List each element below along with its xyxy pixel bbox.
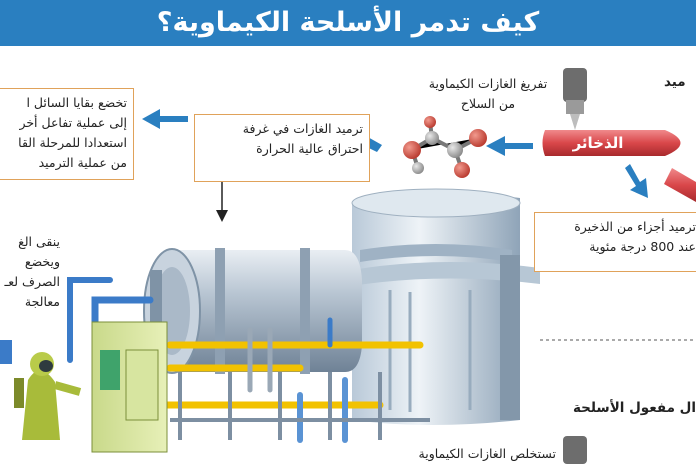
arrow-left-1 (486, 136, 533, 156)
drill-icon (563, 68, 587, 130)
ammunition-shell-part (664, 168, 696, 202)
residue-box: تخضع بقايا السائل ا إلى عملية تفاعل أخر … (0, 88, 134, 180)
molecule-icon (403, 116, 487, 178)
control-cabinet (91, 321, 168, 453)
title-bar (0, 0, 696, 46)
incinerator-tank (143, 248, 362, 374)
ammo-label: الذخائر (572, 134, 624, 152)
ammo-parts-box: ترميد أجزاء من الذخيرة عند 800 درجة مئوي… (534, 212, 696, 272)
hazmat-worker (14, 352, 82, 440)
support-frame (170, 372, 430, 440)
drill-icon-bottom (563, 436, 587, 464)
clean-gas-text: ينقى الغ ويخضع الصرف لعـ معالجة (4, 234, 60, 309)
arrow-left-3 (142, 109, 188, 129)
partial-heading: ميد (664, 74, 686, 90)
page-title: كيف تدمر الأسلحة الكيماوية؟ (156, 7, 540, 38)
incinerate-gas-box: ترميد الغازات في غرفة احتراق عالية الحرا… (194, 114, 370, 182)
left-edge-tank (0, 340, 12, 364)
neutralize-heading: ال مفعول الأسلحة (573, 400, 696, 416)
incinerator-tower (351, 188, 540, 425)
unload-step-text: تفريغ الغازات الكيماوية من السلاح (428, 76, 548, 111)
extract-text: تستخلص الغازات الكيماوية (418, 446, 556, 461)
arrow-down-right (625, 164, 648, 198)
ammunition-shell (542, 130, 681, 156)
